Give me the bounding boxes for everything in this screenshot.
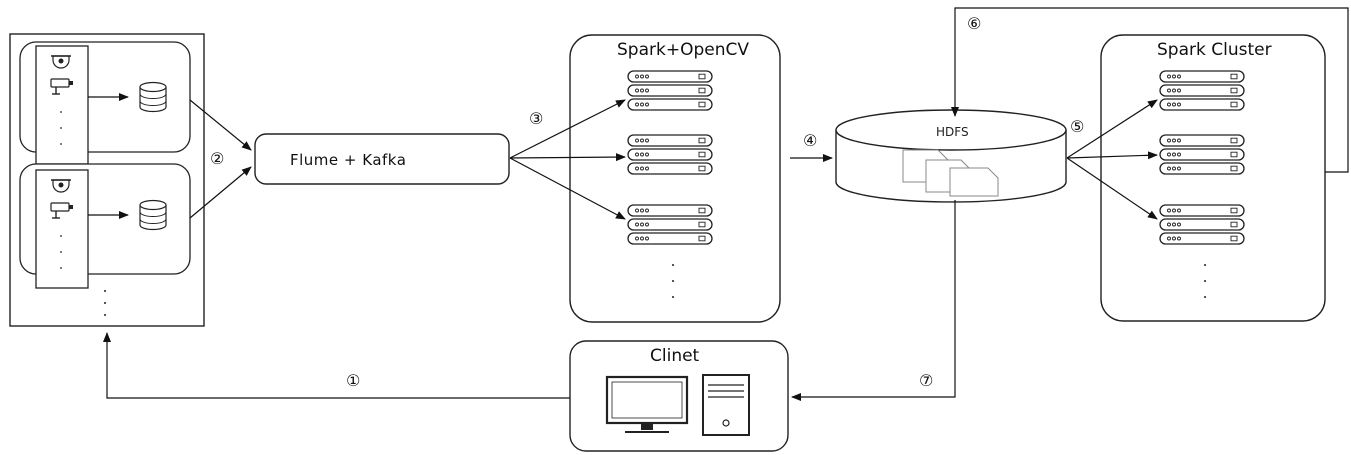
spark-opencv-label: Spark+OpenCV: [617, 40, 749, 60]
server-rack-icon: [628, 71, 712, 110]
step-4-marker: ④: [803, 131, 818, 150]
monitor-icon: [605, 375, 689, 433]
camera-sources-panel: [9, 33, 205, 327]
server-rack-icon: [1160, 71, 1244, 110]
step-3-marker: ③: [529, 109, 544, 128]
camera-group-1: [19, 41, 191, 165]
spark-cluster-label: Spark Cluster: [1157, 40, 1272, 60]
server-rack-icon: [1160, 205, 1244, 244]
database-icon: [139, 81, 167, 113]
step-7-marker: ⑦: [919, 371, 934, 390]
client-label: Clinet: [650, 346, 700, 366]
hdfs-storage: [835, 109, 1067, 203]
server-rack-icon: [628, 135, 712, 174]
hdfs-label: HDFS: [936, 125, 969, 139]
computer-tower-icon: [702, 374, 750, 436]
flume-kafka-box: [254, 133, 510, 185]
step-5-marker: ⑤: [1070, 117, 1085, 136]
database-icon: [139, 199, 167, 231]
flume-kafka-label: Flume + Kafka: [290, 151, 407, 169]
server-rack-icon: [1160, 135, 1244, 174]
step-1-marker: ①: [346, 371, 361, 390]
client-box: [569, 340, 789, 452]
step-6-marker: ⑥: [967, 14, 982, 33]
server-rack-icon: [628, 205, 712, 244]
file-icon: [902, 149, 999, 197]
camera-group-2: [19, 163, 191, 289]
step-2-marker: ②: [210, 149, 225, 168]
